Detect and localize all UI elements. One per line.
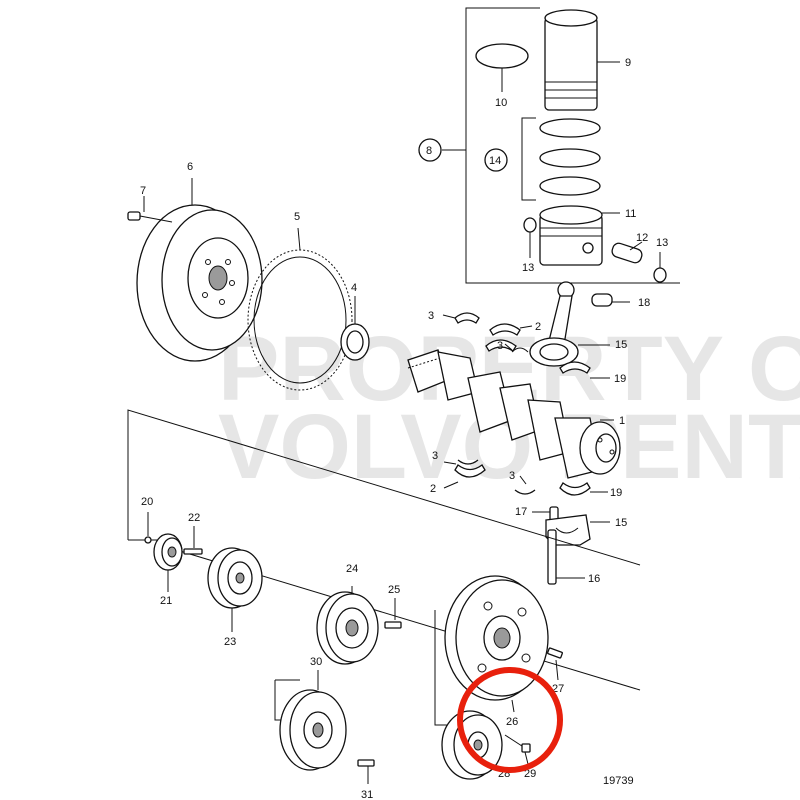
bolt-29-part	[504, 734, 531, 765]
callout-13-left: 13	[522, 262, 534, 274]
callout-24: 24	[346, 563, 358, 575]
callout-1: 1	[619, 415, 625, 427]
highlight-circle	[457, 667, 563, 773]
callout-18: 18	[638, 297, 650, 309]
callout-17: 17	[515, 506, 527, 518]
callout-23: 23	[224, 636, 236, 648]
callout-labels: 1 2 2 3 3 3 3 4 5 6 7 8 9 10 11 12 13 13…	[140, 57, 668, 800]
callout-11: 11	[625, 208, 636, 220]
callout-circle-14	[484, 148, 508, 172]
figure-number: 19739	[603, 775, 634, 787]
callout-16: 16	[588, 573, 600, 585]
damper-30-part	[279, 670, 347, 771]
callout-2-upper: 2	[535, 321, 541, 333]
callout-19-upper: 19	[614, 373, 626, 385]
front-hub-part	[144, 512, 203, 592]
cylinder-liner-part	[544, 9, 620, 111]
ring-gear-part	[247, 227, 353, 391]
callout-4: 4	[351, 282, 357, 294]
pulley-23-part	[207, 547, 263, 632]
callout-19-lower: 19	[610, 487, 622, 499]
callout-29: 29	[524, 768, 536, 780]
callout-6: 6	[187, 161, 193, 173]
damper-24-part	[316, 586, 379, 665]
callout-5: 5	[294, 211, 300, 223]
callout-3-d: 3	[509, 470, 515, 482]
callout-30: 30	[310, 656, 322, 668]
crankshaft-part	[407, 349, 621, 479]
callout-10: 10	[495, 97, 507, 109]
bolt-25-part	[384, 598, 402, 629]
callout-7: 7	[140, 185, 146, 197]
flywheel-part	[136, 178, 263, 362]
cylinder-kit-bracket	[442, 7, 680, 284]
damper-26-part	[444, 575, 549, 713]
callout-3-b: 3	[497, 340, 503, 352]
callout-8: 8	[426, 145, 432, 157]
callout-3-a: 3	[428, 310, 434, 322]
callout-22: 22	[188, 512, 200, 524]
callout-13-right: 13	[656, 237, 668, 249]
flywheel-bolt-part	[127, 196, 173, 223]
callout-2-lower: 2	[430, 483, 436, 495]
lower-bearings-part	[443, 459, 608, 496]
piston-rings-part	[539, 118, 601, 196]
callout-27: 27	[552, 683, 564, 695]
callout-20: 20	[141, 496, 153, 508]
rear-seal-part	[340, 296, 370, 361]
callout-12: 12	[636, 232, 648, 244]
bushing-part	[591, 293, 630, 307]
callout-circle-8	[418, 138, 442, 162]
seal-ring-part	[475, 43, 529, 92]
callout-21: 21	[160, 595, 172, 607]
callout-25: 25	[388, 584, 400, 596]
piston-pin-part	[523, 217, 667, 283]
callout-3-c: 3	[432, 450, 438, 462]
callout-26: 26	[506, 716, 518, 728]
upper-bearings-part	[442, 312, 610, 379]
callout-31: 31	[361, 789, 373, 800]
main-bearing-cap-part	[532, 506, 610, 585]
callout-9: 9	[625, 57, 631, 69]
piston-part	[539, 205, 620, 266]
bolt-31-part	[357, 759, 375, 784]
bolt-27-part	[547, 647, 563, 681]
callout-15-upper: 15	[615, 339, 627, 351]
callout-15-lower: 15	[615, 517, 627, 529]
callout-14: 14	[489, 155, 501, 167]
connecting-rod-part	[529, 281, 610, 367]
